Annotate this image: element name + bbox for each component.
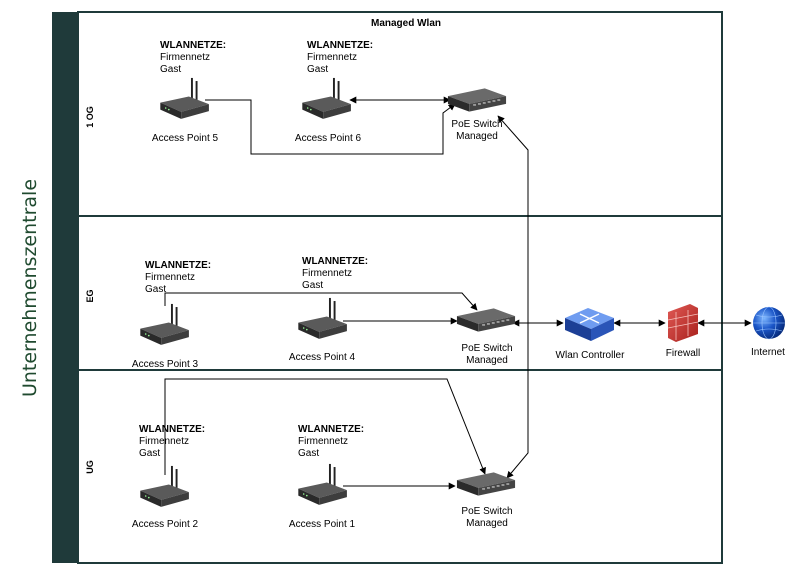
- ap4-line-3: Gast: [302, 280, 323, 291]
- poe-switch-ug[interactable]: PoE Switch Managed: [456, 472, 516, 529]
- globe-grid-icon: [753, 306, 785, 340]
- switch-icon: [456, 308, 516, 332]
- switch3-line-1: PoE Switch: [461, 506, 512, 517]
- ap5-line-2: Firmennetz: [160, 52, 210, 63]
- ap5-line-1: WLANNETZE:: [160, 40, 226, 51]
- diagram-frame: [77, 11, 723, 564]
- link-ap3-switch2: [164, 292, 478, 311]
- poe-switch-1og[interactable]: PoE Switch Managed: [447, 88, 507, 142]
- firewall-bricks-icon: [667, 310, 699, 340]
- access-point-2[interactable]: WLANNETZE: Firmennetz Gast Access Point …: [132, 424, 205, 530]
- link-switch1-switch3: [497, 115, 529, 479]
- ap5-name: Access Point 5: [152, 133, 219, 144]
- ap3-line-2: Firmennetz: [145, 272, 195, 283]
- access-point-1[interactable]: WLANNETZE: Firmennetz Gast Access Point …: [289, 424, 364, 530]
- access-point-4[interactable]: WLANNETZE: Firmennetz Gast Access Point …: [289, 256, 368, 363]
- wlan-controller[interactable]: Wlan Controller: [556, 308, 626, 361]
- access-point-6[interactable]: WLANNETZE: Firmennetz Gast Access Point …: [295, 40, 373, 144]
- ap3-line-1: WLANNETZE:: [145, 260, 211, 271]
- internet[interactable]: Internet: [751, 306, 785, 358]
- switch-icon: [456, 472, 516, 496]
- ap6-line-3: Gast: [307, 64, 328, 75]
- ap4-line-2: Firmennetz: [302, 268, 352, 279]
- link-ap2-switch3: [164, 378, 486, 475]
- ap2-line-3: Gast: [139, 448, 160, 459]
- switch2-line-2: Managed: [466, 355, 508, 366]
- lane-label-ug: UG: [85, 460, 95, 474]
- ap4-line-1: WLANNETZE:: [302, 256, 368, 267]
- ap3-line-3: Gast: [145, 284, 166, 295]
- firewall-icon: [668, 304, 698, 342]
- ap1-name: Access Point 1: [289, 519, 356, 530]
- ap3-name: Access Point 3: [132, 359, 199, 370]
- switch1-line-2: Managed: [456, 131, 498, 142]
- ap2-name: Access Point 2: [132, 519, 199, 530]
- firewall-label: Firewall: [666, 348, 700, 359]
- ap2-line-1: WLANNETZE:: [139, 424, 205, 435]
- firewall[interactable]: Firewall: [666, 304, 700, 359]
- ap5-line-3: Gast: [160, 64, 181, 75]
- ap1-line-3: Gast: [298, 448, 319, 459]
- ap1-line-1: WLANNETZE:: [298, 424, 364, 435]
- access-point-5[interactable]: WLANNETZE: Firmennetz Gast Access Point …: [152, 40, 226, 144]
- connections: [164, 96, 752, 490]
- controller-left: [565, 318, 591, 341]
- ap6-name: Access Point 6: [295, 133, 362, 144]
- ap1-line-2: Firmennetz: [298, 436, 348, 447]
- poe-switch-eg[interactable]: PoE Switch Managed: [456, 308, 516, 366]
- access-point-icon: [301, 76, 352, 120]
- access-point-icon: [297, 462, 348, 506]
- controller-right: [591, 318, 614, 341]
- switch3-line-2: Managed: [466, 518, 508, 529]
- access-point-icon: [159, 76, 210, 120]
- diagram-title: Managed Wlan: [371, 18, 441, 29]
- lane-label-eg: EG: [85, 289, 95, 302]
- switch1-line-1: PoE Switch: [451, 119, 502, 130]
- access-point-icon: [139, 302, 190, 346]
- internet-label: Internet: [751, 347, 785, 358]
- controller-arrows-icon: [579, 313, 600, 324]
- ap6-line-1: WLANNETZE:: [307, 40, 373, 51]
- switch-icon: [447, 88, 507, 112]
- switch2-line-1: PoE Switch: [461, 343, 512, 354]
- access-point-icon: [297, 296, 348, 340]
- link-ap5-switch1: [205, 99, 456, 155]
- sidebar-bar: [52, 12, 78, 563]
- ap2-line-2: Firmennetz: [139, 436, 189, 447]
- sidebar-label: Unternehmenszentrale: [19, 179, 41, 397]
- lane-label-og: 1 OG: [85, 106, 95, 128]
- controller-label: Wlan Controller: [556, 350, 626, 361]
- access-point-3[interactable]: WLANNETZE: Firmennetz Gast Access Point …: [132, 260, 211, 370]
- ap4-name: Access Point 4: [289, 352, 356, 363]
- ap6-line-2: Firmennetz: [307, 52, 357, 63]
